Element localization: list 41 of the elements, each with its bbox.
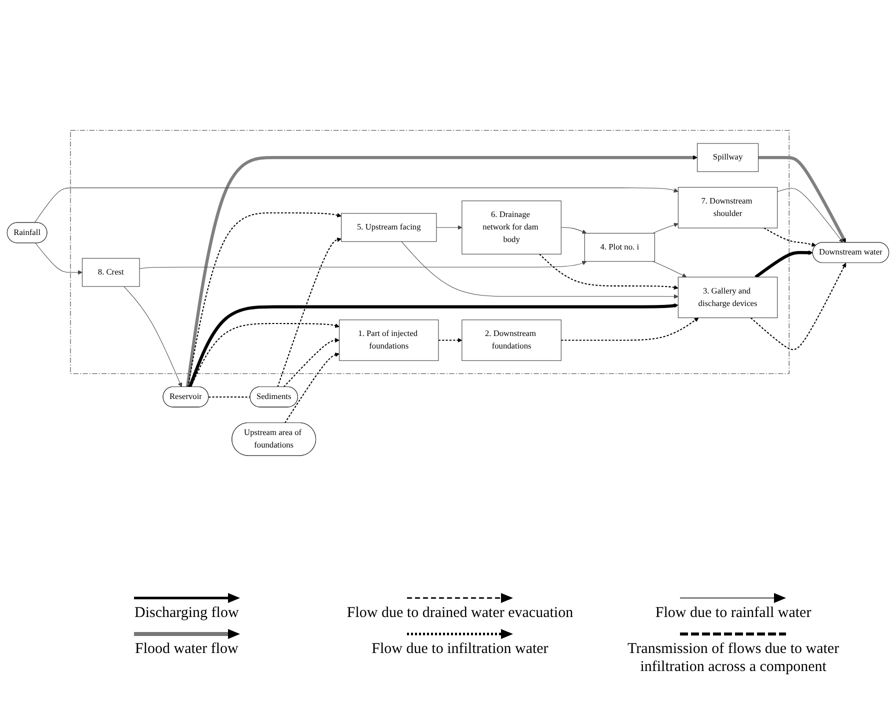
arrow: [560, 226, 587, 234]
legend-text: Discharging flow: [134, 604, 239, 622]
arrow: [187, 212, 342, 387]
arrow: [35, 242, 82, 274]
arrow: [758, 155, 846, 242]
arrow: [777, 187, 844, 242]
node-box: 7. Downstream shoulder: [678, 186, 778, 228]
node-box: 4. Plot no. i: [584, 232, 655, 262]
arrow: [561, 317, 699, 340]
legend-text: Transmission of flows due to water infiltration across a component: [626, 640, 840, 676]
arrow: [283, 337, 340, 387]
arrow: [284, 352, 340, 423]
arrow: [436, 224, 462, 230]
node-box: 6. Drainage network for dam body: [462, 200, 562, 254]
legend-text: Flood water flow: [135, 640, 238, 658]
node-box: Spillway: [697, 142, 759, 172]
arrow: [139, 260, 587, 268]
arrow: [539, 253, 678, 290]
arrow: [277, 237, 342, 387]
arrow: [750, 262, 846, 350]
arrow: [188, 302, 678, 388]
node-box: 2. Downstream foundations: [462, 319, 562, 360]
arrow: [186, 154, 698, 387]
node-box: 1. Part of injected foundations: [339, 319, 439, 360]
arrow: [190, 322, 340, 387]
arrow: [764, 227, 816, 246]
cluster: [70, 130, 790, 374]
arrow: [652, 222, 678, 233]
arrow: [34, 187, 678, 223]
node-box: 3. Gallery and discharge devices: [678, 276, 778, 318]
arrow: [438, 337, 462, 342]
arrow: [754, 250, 814, 278]
legend-text: Flow due to infiltration water: [372, 640, 548, 658]
legend-text: Flow due to rainfall water: [655, 604, 812, 622]
arrow: [652, 260, 687, 277]
legend-text: Flow due to drained water evacuation: [346, 604, 574, 622]
node-box: 5. Upstream facing: [341, 212, 437, 242]
arrow: [401, 240, 678, 298]
connector: [208, 396, 250, 398]
arrow: [124, 286, 182, 387]
node-box: 8. Crest: [82, 258, 140, 286]
